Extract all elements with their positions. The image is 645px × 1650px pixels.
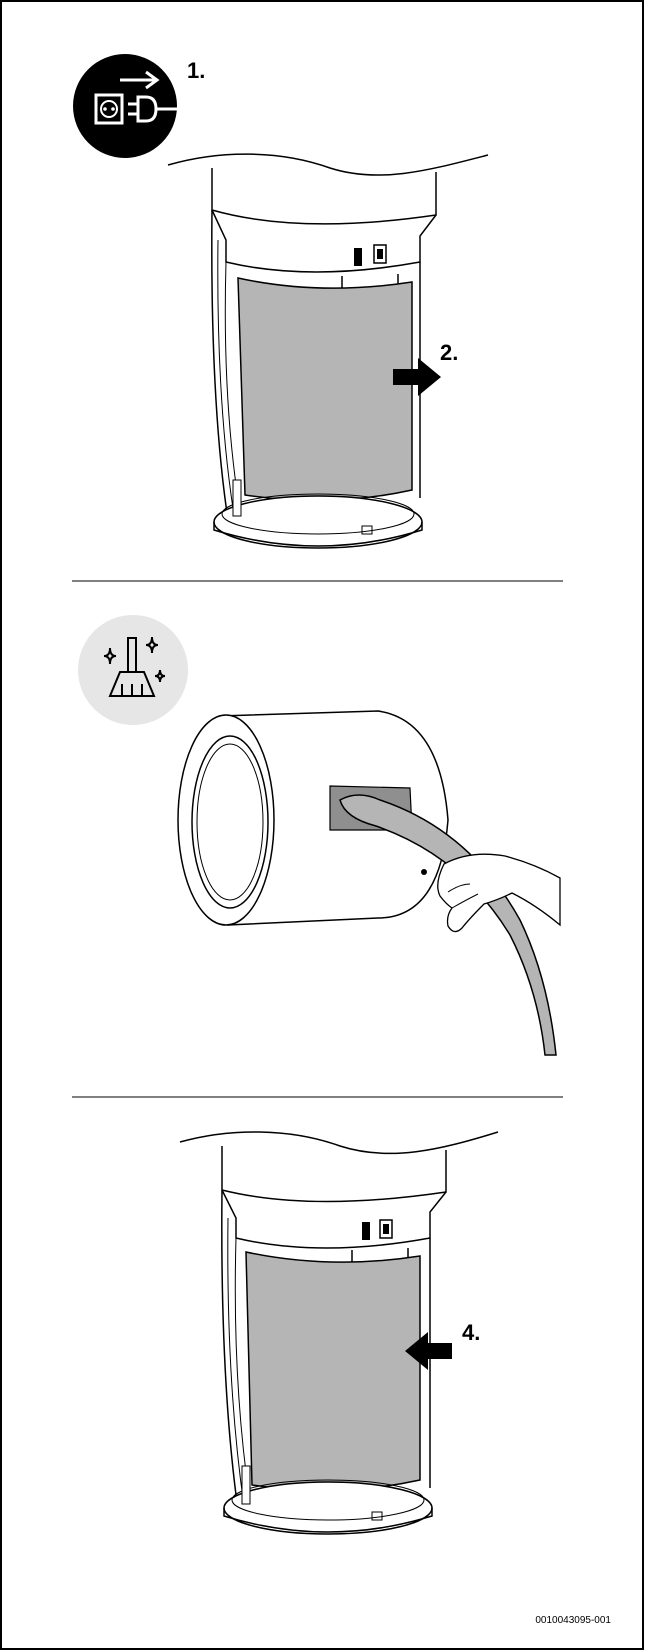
clean-broom-icon <box>78 615 188 725</box>
filter-insert <box>246 1252 420 1490</box>
filter-insert <box>238 278 412 500</box>
disconnect-power-icon <box>73 54 177 158</box>
appliance-top <box>168 154 488 291</box>
step-4-label: 4. <box>462 1320 480 1346</box>
step-2-label: 2. <box>440 340 458 366</box>
appliance-body <box>212 210 422 548</box>
document-code: 0010043095-001 <box>535 1615 611 1626</box>
hand <box>438 854 560 931</box>
step-1-label: 1. <box>187 58 205 84</box>
